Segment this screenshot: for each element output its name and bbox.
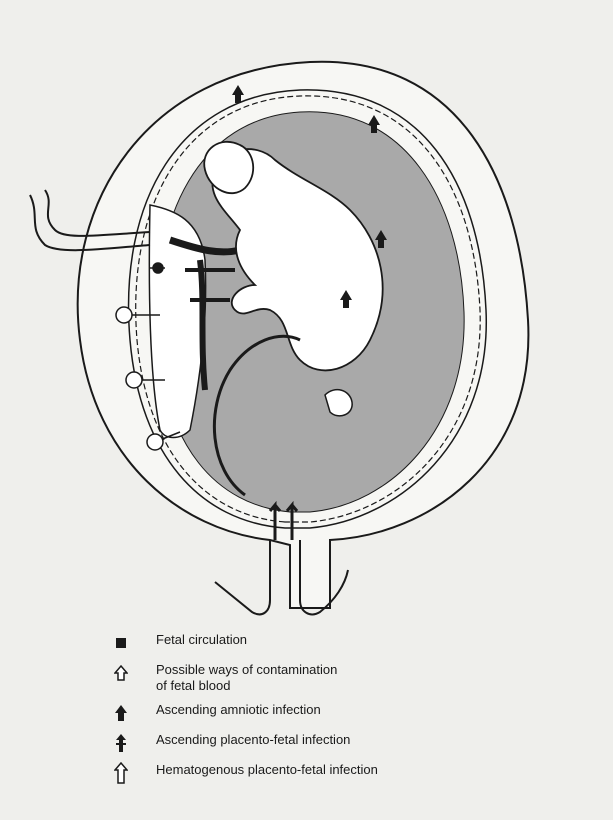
legend-item-hematogenous: Hematogenous placento-fetal infection: [110, 762, 530, 784]
filled-up-arrow-icon: [110, 702, 132, 724]
legend-item-placento-fetal: Ascending placento-fetal infection: [110, 732, 530, 754]
legend-label: Hematogenous placento-fetal infection: [156, 762, 378, 778]
legend-label: Ascending amniotic infection: [156, 702, 321, 718]
legend-item-contamination: Possible ways of contamination of fetal …: [110, 662, 530, 694]
cervix-left: [215, 540, 270, 614]
umbilical-vessel-branch: [200, 260, 205, 390]
legend-label: Ascending placento-fetal infection: [156, 732, 350, 748]
legend: Fetal circulation Possible ways of conta…: [110, 632, 530, 792]
legend-label: Fetal circulation: [156, 632, 247, 648]
outline-long-up-arrow-icon: [110, 762, 132, 784]
outline-up-arrow-icon: [110, 662, 132, 684]
legend-item-fetal-circulation: Fetal circulation: [110, 632, 530, 654]
filled-barred-up-arrow-icon: [110, 732, 132, 754]
legend-item-amniotic: Ascending amniotic infection: [110, 702, 530, 724]
legend-label: Possible ways of contamination of fetal …: [156, 662, 337, 694]
filled-square-icon: [110, 632, 132, 654]
